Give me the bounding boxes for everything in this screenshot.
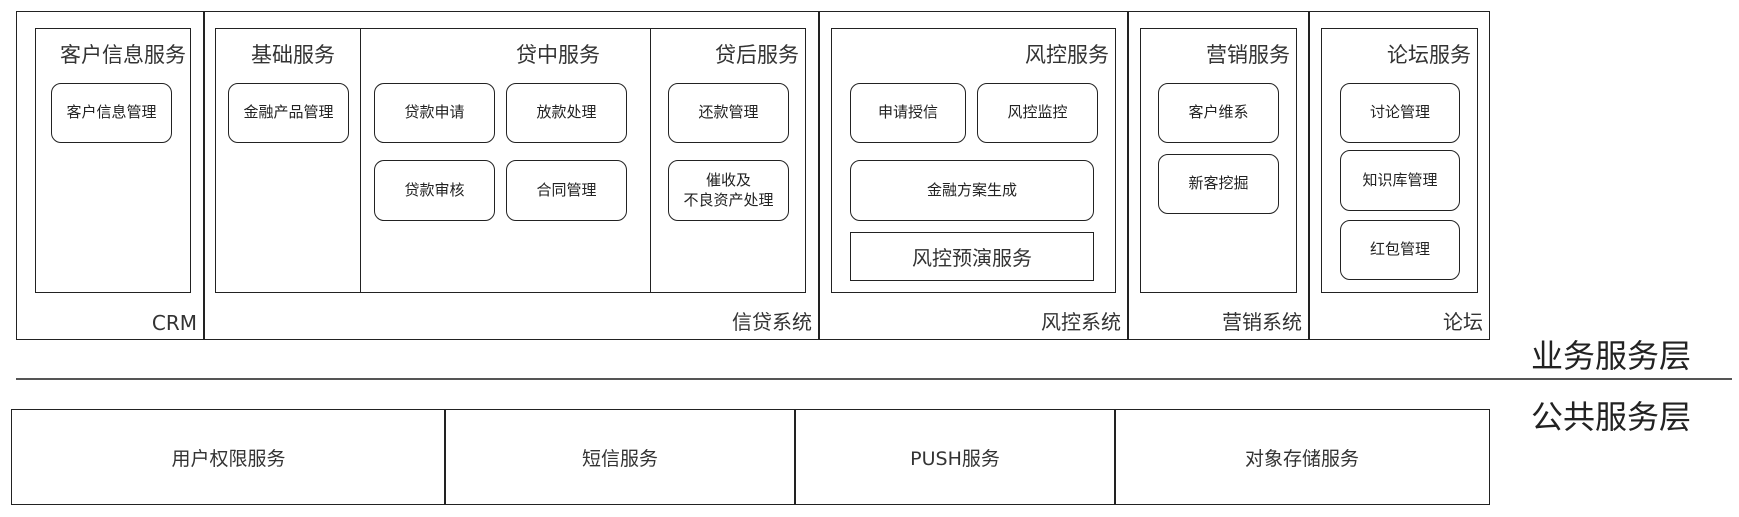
panel-title: 基础服务 [251, 43, 335, 67]
layer-separator [16, 378, 1732, 380]
public-service-box: 用户权限服务 [11, 409, 446, 505]
divider [360, 29, 361, 292]
risk-rehearsal-service: 风控预演服务 [850, 232, 1094, 281]
credit-system: 信贷系统 [204, 11, 819, 340]
forum-system-label: 论坛 [1443, 310, 1483, 334]
forum-service-panel: 论坛服务 [1321, 28, 1478, 293]
service-box: 贷款申请 [374, 83, 495, 143]
marketing-system: 营销系统 [1128, 11, 1309, 340]
marketing-system-label: 营销系统 [1222, 310, 1302, 334]
customer-info-service-panel: 客户信息服务 [35, 28, 191, 293]
crm-system-label: CRM [151, 311, 197, 335]
divider [650, 29, 651, 292]
service-box: 金融产品管理 [228, 83, 349, 143]
public-layer-label: 公共服务层 [1531, 398, 1692, 436]
credit-system-label: 信贷系统 [732, 310, 812, 334]
service-box: 新客挖掘 [1158, 154, 1279, 214]
public-service-box: PUSH服务 [794, 409, 1116, 505]
service-box: 贷款审核 [374, 160, 495, 221]
service-box: 金融方案生成 [850, 160, 1094, 221]
marketing-service-panel: 营销服务 [1140, 28, 1297, 293]
service-box: 红包管理 [1340, 220, 1460, 280]
panel-title: 风控服务 [1025, 43, 1109, 67]
panel-title: 论坛服务 [1387, 43, 1471, 67]
service-box: 客户信息管理 [51, 83, 172, 143]
crm-system: CRM [16, 11, 204, 340]
panel-title: 客户信息服务 [60, 43, 186, 67]
forum-system: 论坛 [1309, 11, 1490, 340]
panel-title: 营销服务 [1206, 43, 1290, 67]
risk-system-label: 风控系统 [1041, 310, 1121, 334]
service-box: 催收及 不良资产处理 [668, 160, 789, 221]
service-box: 知识库管理 [1340, 150, 1460, 211]
service-box: 还款管理 [668, 83, 789, 143]
public-service-box: 短信服务 [444, 409, 796, 505]
service-box: 申请授信 [850, 83, 966, 143]
public-service-box: 对象存储服务 [1114, 409, 1490, 505]
service-box: 讨论管理 [1340, 83, 1460, 143]
business-layer-label: 业务服务层 [1531, 337, 1692, 375]
risk-service-panel: 风控服务 [831, 28, 1116, 293]
service-box: 客户维系 [1158, 83, 1279, 143]
panel-title: 贷后服务 [715, 43, 799, 67]
service-box: 放款处理 [506, 83, 627, 143]
credit-panels: 基础服务 贷中服务 贷后服务 [215, 28, 806, 293]
risk-system: 风控系统 [819, 11, 1128, 340]
service-box: 合同管理 [506, 160, 627, 221]
service-box: 风控监控 [977, 83, 1098, 143]
panel-title: 贷中服务 [516, 43, 600, 67]
